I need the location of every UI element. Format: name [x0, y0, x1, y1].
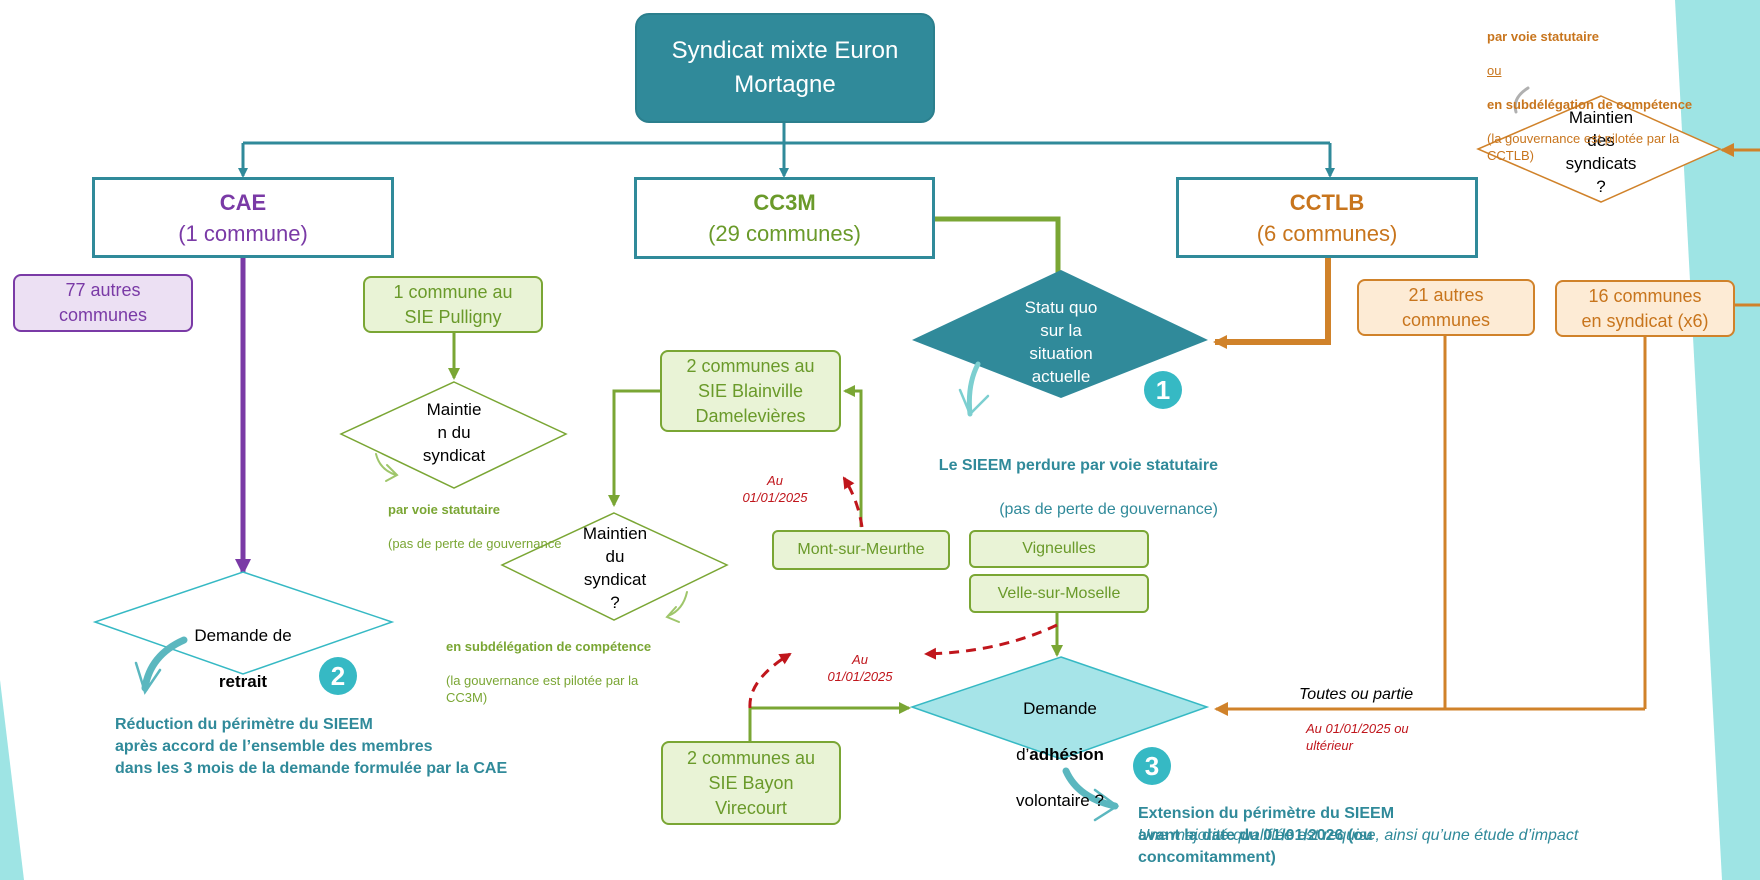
- cctlb-others-box: 21 autres communes: [1357, 279, 1535, 336]
- adhesion-diamond: [909, 656, 1210, 760]
- cctlb-note-bold1: par voie statutaire: [1487, 29, 1599, 44]
- cctlb-note: par voie statutaire ou en subdélégation …: [1487, 11, 1712, 164]
- entity-cae-count: (1 commune): [178, 220, 308, 246]
- maintien-pulligny-diamond: [339, 381, 568, 489]
- curved-arrows: [134, 86, 1530, 822]
- edge-label-toutes: Toutes ou partie: [1299, 686, 1414, 703]
- retrait-bold: retrait: [218, 672, 268, 691]
- caption-three: Extension du périmètre du SIEEM avant la…: [1138, 805, 1395, 866]
- sie-pulligny-label: 1 commune au SIE Pulligny: [393, 281, 513, 327]
- statu-quo-label: Statu quo sur la situation actuelle: [1024, 298, 1098, 386]
- date-cctlb: Au 01/01/2025 ou ultérieur: [1306, 721, 1409, 753]
- sie-bayon-box: 2 communes au SIE Bayon Virecourt: [661, 741, 841, 825]
- adhesion-prefix: d’: [1016, 745, 1030, 764]
- caption-one-text: (pas de perte de gouvernance): [999, 501, 1218, 518]
- badge-one: 1: [1144, 371, 1182, 409]
- root-label: Syndicat mixte Euron Mortagne: [671, 37, 899, 98]
- maintien-blainville-label: Maintien du syndicat ?: [582, 524, 648, 612]
- retrait-prefix: Demande de: [194, 626, 292, 645]
- sie-blainville-box: 2 communes au SIE Blainville Damelevière…: [660, 350, 841, 432]
- maintien-pulligny-label: Maintie n du syndicat: [422, 400, 486, 465]
- adhesion-label: Demande d’adhésion volontaire ?: [990, 674, 1130, 812]
- root-connectors: [238, 123, 1335, 178]
- pulligny-note-text: (pas de perte de gouvernance: [388, 536, 562, 551]
- root-syndicat-box: Syndicat mixte Euron Mortagne: [635, 13, 935, 123]
- blainville-note-bold: en subdélégation de compétence: [446, 639, 652, 654]
- red-dashed-arrows: [748, 476, 1058, 709]
- velle-sur-moselle-label: Velle-sur-Moselle: [997, 584, 1121, 602]
- mont-sur-meurthe-box: Mont-sur-Meurthe: [772, 530, 950, 570]
- pulligny-note: par voie statutaire (pas de perte de gou…: [388, 484, 598, 552]
- caption-one: Le SIEEM perdure par voie statutaire (pa…: [898, 433, 1218, 521]
- cctlb-note-bold2: en subdélégation de compétence: [1487, 97, 1693, 112]
- cctlb-syndicats-label: 16 communes en syndicat (x6): [1581, 285, 1709, 331]
- cctlb-syndicats-box: 16 communes en syndicat (x6): [1555, 280, 1735, 337]
- entity-cctlb-count: (6 communes): [1256, 220, 1398, 246]
- cae-others-box: 77 autres communes: [13, 274, 193, 332]
- date-mont: Au 01/01/2025: [742, 473, 808, 505]
- entity-cae-box: CAE (1 commune): [92, 177, 394, 258]
- retrait-label: Demande de retrait: [168, 601, 318, 693]
- badge-three: 3: [1133, 747, 1171, 785]
- sie-bayon-label: 2 communes au SIE Bayon Virecourt: [686, 747, 816, 818]
- blainville-note-text: (la gouvernance est pilotée par la CC3M): [446, 673, 639, 705]
- green-connectors: [448, 216, 1064, 741]
- maintien-cctlb-diamond: [1476, 95, 1722, 203]
- caption-one-bold: Le SIEEM perdure par voie statutaire: [938, 457, 1218, 474]
- decor-right-band: [1675, 0, 1760, 880]
- statu-quo-diamond: [912, 270, 1208, 398]
- cctlb-note-ou: ou: [1487, 63, 1502, 78]
- date-vigneulles: Au 01/01/2025: [827, 652, 893, 684]
- entity-cae-name: CAE: [219, 189, 267, 215]
- badge-two: 2: [319, 657, 357, 695]
- caption-three-italic: Une majorité qualifiée est requise, ains…: [1138, 827, 1579, 844]
- maintien-blainville-diamond: [500, 512, 729, 621]
- vigneulles-label: Vigneulles: [1022, 540, 1096, 557]
- orange-connectors: [1213, 143, 1760, 716]
- adhesion-line3: volontaire ?: [1016, 791, 1104, 810]
- sie-blainville-label: 2 communes au SIE Blainville Damelevière…: [686, 355, 815, 426]
- entity-cc3m-count: (29 communes): [708, 221, 861, 246]
- sie-pulligny-box: 1 commune au SIE Pulligny: [363, 276, 543, 333]
- velle-sur-moselle-box: Velle-sur-Moselle: [969, 574, 1149, 613]
- entity-cc3m-box: CC3M (29 communes): [634, 177, 935, 259]
- adhesion-line1: Demande: [1023, 699, 1097, 718]
- blainville-note: en subdélégation de compétence (la gouve…: [446, 621, 696, 706]
- entity-cctlb-box: CCTLB (6 communes): [1176, 177, 1478, 258]
- cae-others-label: 77 autres communes: [58, 280, 148, 325]
- maintien-cctlb-label: Maintien des syndicats ?: [1565, 108, 1637, 196]
- adhesion-bold: adhésion: [1029, 745, 1104, 764]
- cctlb-others-label: 21 autres communes: [1401, 284, 1491, 330]
- mont-sur-meurthe-label: Mont-sur-Meurthe: [797, 541, 925, 558]
- decor-left-band: [0, 680, 24, 880]
- vigneulles-box: Vigneulles: [969, 530, 1149, 568]
- entity-cc3m-name: CC3M: [753, 190, 816, 215]
- pulligny-note-bold: par voie statutaire: [388, 502, 500, 517]
- caption-two: Réduction du périmètre du SIEEM après ac…: [115, 716, 508, 777]
- entity-cctlb-name: CCTLB: [1289, 189, 1365, 215]
- cctlb-note-text: (la gouvernance est pilotée par la CCTLB…: [1487, 131, 1680, 163]
- retrait-diamond: [92, 571, 395, 675]
